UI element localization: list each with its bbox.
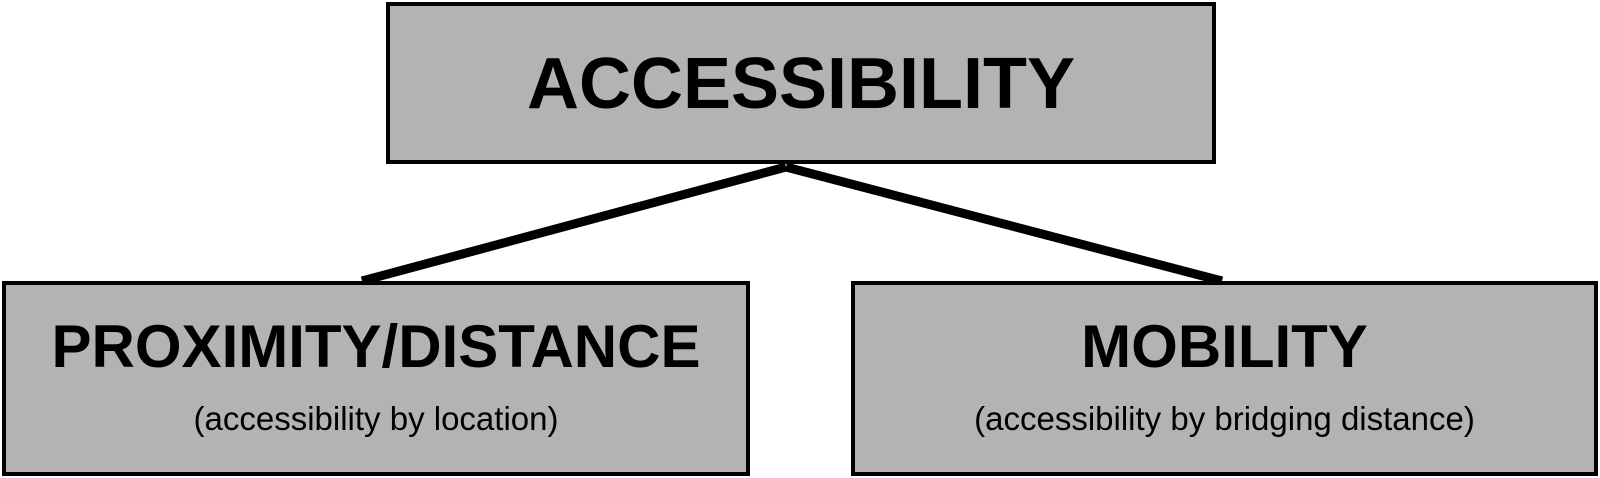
accessibility-title: ACCESSIBILITY <box>526 44 1076 124</box>
proximity-distance-title: PROXIMITY/DISTANCE <box>51 313 701 380</box>
connector-root-to-proximity <box>360 162 788 286</box>
connector-root-to-mobility <box>784 162 1224 286</box>
mobility-box: MOBILITY (accessibility by bridging dist… <box>851 281 1598 476</box>
mobility-subtitle: (accessibility by bridging distance) <box>974 400 1475 437</box>
accessibility-box: ACCESSIBILITY <box>386 2 1216 164</box>
mobility-title: MOBILITY <box>1081 313 1368 380</box>
proximity-distance-subtitle: (accessibility by location) <box>193 400 559 437</box>
proximity-distance-box: PROXIMITY/DISTANCE (accessibility by loc… <box>2 281 750 476</box>
